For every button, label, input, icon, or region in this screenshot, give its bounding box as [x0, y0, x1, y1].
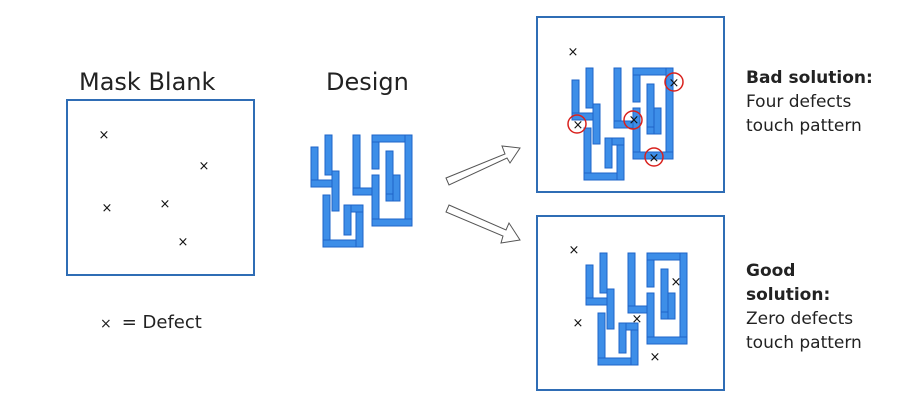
bad-solution-defects: × × × × × — [568, 45, 680, 166]
defect-highlight — [644, 147, 664, 167]
mask-blank-title: Mask Blank — [79, 68, 216, 96]
good-solution-frame — [536, 215, 725, 391]
defect-highlight — [623, 110, 643, 130]
bad-solution-line2: touch pattern — [746, 116, 862, 136]
bad-solution-frame — [536, 16, 725, 193]
defect-mark: × — [671, 275, 682, 290]
defect-mark: × — [649, 151, 660, 166]
defect-mark: × — [569, 243, 580, 258]
good-solution-line2: touch pattern — [746, 333, 862, 353]
defect-mark: × — [669, 76, 680, 91]
arrow-to-bad — [445, 145, 521, 186]
design-title: Design — [326, 68, 409, 96]
good-solution-pattern — [585, 252, 688, 366]
defect-mark: × — [199, 159, 210, 174]
defect-mark: × — [102, 201, 113, 216]
mask-blank-defects: × × × × × — [99, 128, 210, 250]
defect-mark: × — [178, 235, 189, 250]
design-pattern — [310, 134, 413, 248]
arrow-to-good — [445, 204, 521, 244]
bad-solution-heading: Bad solution: — [746, 68, 873, 88]
legend-text: = Defect — [121, 312, 202, 333]
defect-highlight — [567, 114, 587, 134]
mask-blank-frame — [66, 99, 255, 276]
good-solution-defects: × × × × × — [569, 243, 682, 365]
defect-mark: × — [629, 113, 640, 128]
bad-solution-line1: Four defects — [746, 92, 852, 112]
defect-highlight — [664, 72, 684, 92]
defect-mark: × — [573, 118, 584, 133]
legend: × = Defect — [100, 312, 202, 333]
defect-highlight-circles — [567, 72, 684, 167]
bad-solution-text: Bad solution: Four defects touch pattern — [746, 66, 873, 138]
good-solution-heading-1: Good — [746, 261, 796, 281]
defect-mark: × — [632, 312, 643, 327]
defect-mark: × — [650, 350, 661, 365]
defect-mark: × — [568, 45, 579, 60]
defect-mark: × — [160, 197, 171, 212]
legend-defect-symbol: × — [100, 316, 112, 332]
defect-mark: × — [573, 316, 584, 331]
good-solution-line1: Zero defects — [746, 309, 854, 329]
good-solution-text: Good solution: Zero defects touch patter… — [746, 259, 862, 355]
defect-mark: × — [99, 128, 110, 143]
good-solution-heading-2: solution: — [746, 285, 831, 305]
